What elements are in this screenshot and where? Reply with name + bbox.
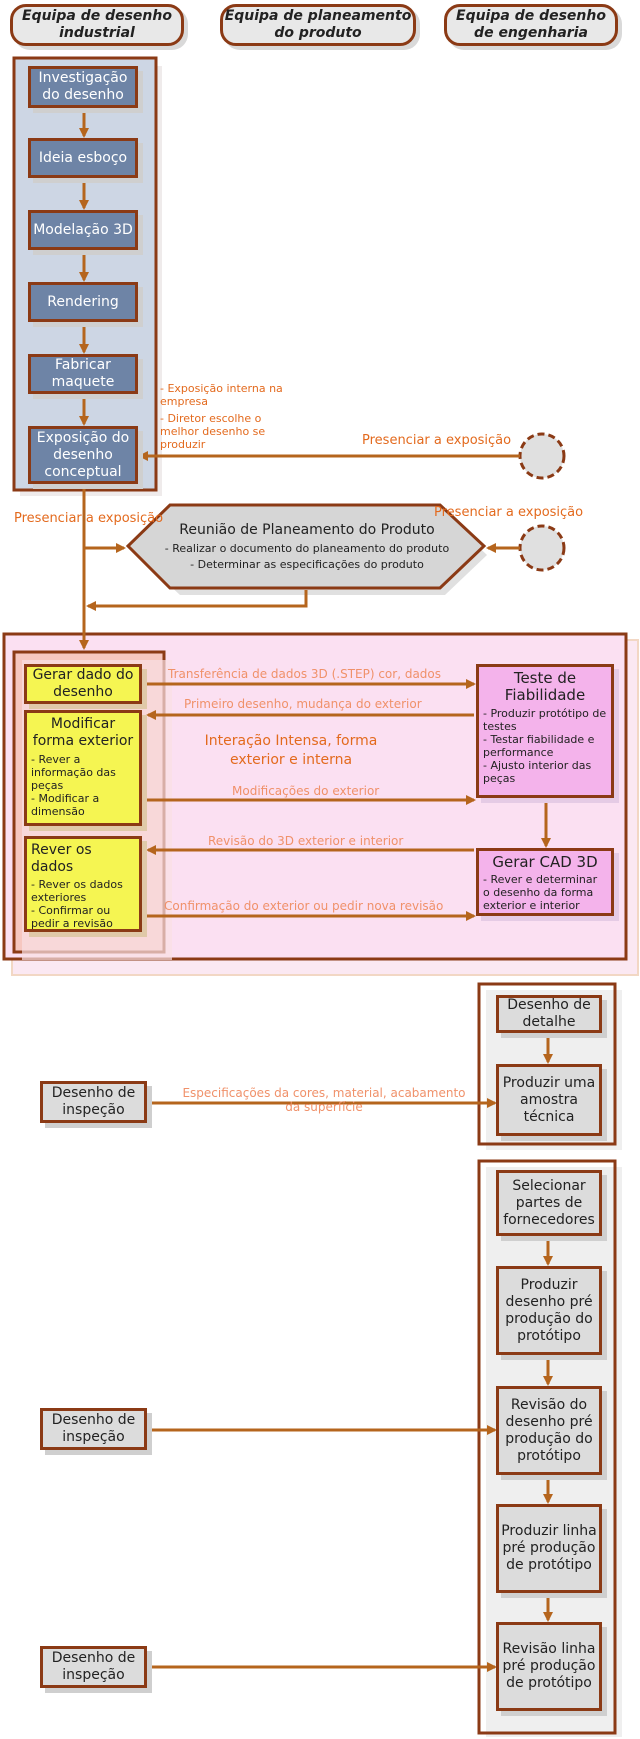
- flow-label-first: Primeiro desenho, mudança do exterior: [184, 697, 422, 711]
- lane-title-product: Equipa de planeamento do produto: [220, 4, 416, 46]
- exposure-note-1: - Exposição interna na empresa: [160, 382, 283, 408]
- box-rever-dados: Rever os dados - Rever os dados exterior…: [24, 836, 142, 932]
- label-presenciar-right: Presenciar a exposição: [434, 505, 584, 520]
- box-amostra-tecnica: Produzir uma amostra técnica: [496, 1064, 602, 1136]
- step-rendering: Rendering: [28, 282, 138, 322]
- box-gerar-dado: Gerar dado do desenho: [24, 664, 142, 704]
- modificar-title: Modificar forma exterior: [32, 716, 134, 749]
- label-presenciar-industrial: Presenciar a exposição: [14, 511, 164, 526]
- phase3-top-container: [477, 982, 617, 1146]
- teste-item-2: - Testar fiabilidade e performance: [483, 733, 595, 759]
- box-revisao-desenho: Revisão do desenho pré produção do protó…: [496, 1386, 602, 1475]
- box-revisao-linha: Revisão linha pré produção de protótipo: [496, 1622, 602, 1711]
- teste-title: Teste de Fiabilidade: [504, 669, 586, 704]
- teste-item-3: - Ajusto interior das peças: [483, 759, 592, 785]
- interaction-label: Interação Intensa, forma exterior e inte…: [204, 733, 378, 768]
- step-exposicao: Exposição do desenho conceptual: [28, 426, 138, 484]
- lane-title-industrial: Equipa de desenho industrial: [10, 4, 184, 46]
- box-selecionar-partes: Selecionar partes de fornecedores: [496, 1170, 602, 1236]
- box-desenho-inspecao-2: Desenho de inspeção: [40, 1408, 147, 1450]
- step-investigacao: Investigação do desenho: [28, 66, 138, 108]
- rever-item-1: - Rever os dados exteriores: [31, 878, 123, 904]
- box-desenho-detalhe: Desenho de detalhe: [496, 995, 602, 1033]
- teste-item-1: - Produzir protótipo de testes: [483, 707, 607, 733]
- box-produzir-linha: Produzir linha pré produção de protótipo: [496, 1504, 602, 1593]
- cad-item-1: - Rever e determinar o desenho da forma …: [483, 873, 598, 912]
- meeting-hexagon: [125, 503, 487, 590]
- phase3-bottom-container: [477, 1159, 617, 1735]
- modificar-item-2: - Modificar a dimensão: [31, 792, 100, 818]
- box-desenho-inspecao-1: Desenho de inspeção: [40, 1081, 147, 1123]
- arrow-meeting-back: [86, 590, 308, 611]
- meeting-item-1: - Realizar o documento do planeamento do…: [164, 542, 450, 555]
- offpage-connector-2: [518, 524, 566, 572]
- modificar-item-1: - Rever a informação das peças: [31, 753, 116, 792]
- lane-title-engineering: Equipa de desenho de engenharia: [444, 4, 618, 46]
- step-fabricar: Fabricar maquete: [28, 354, 138, 394]
- meeting-title: Reunião de Planeamento do Produto: [179, 522, 435, 538]
- rever-item-2: - Confirmar ou pedir a revisão: [31, 904, 113, 930]
- box-teste-fiabilidade: Teste de Fiabilidade - Produzir protótip…: [476, 664, 614, 798]
- offpage-connector-1: [518, 432, 566, 480]
- box-gerar-cad: Gerar CAD 3D - Rever e determinar o dese…: [476, 848, 614, 916]
- flow-label-confirm: Confirmação do exterior ou pedir nova re…: [164, 899, 444, 913]
- box-produzir-desenho: Produzir desenho pré produção do protóti…: [496, 1266, 602, 1355]
- box-desenho-inspecao-3: Desenho de inspeção: [40, 1646, 147, 1688]
- label-specs: Especificações da cores, material, acaba…: [182, 1086, 466, 1114]
- exposure-note-2: - Diretor escolhe o melhor desenho se pr…: [160, 412, 266, 451]
- label-presenciar-eng: Presenciar a exposição: [362, 433, 512, 448]
- step-modelacao: Modelação 3D: [28, 210, 138, 250]
- rever-title: Rever os dados: [31, 842, 92, 875]
- flow-label-review3d: Revisão do 3D exterior e interior: [208, 834, 404, 848]
- meeting-item-2: - Determinar as especificações do produt…: [190, 558, 424, 571]
- step-ideia: Ideia esboço: [28, 138, 138, 178]
- box-modificar: Modificar forma exterior - Rever a infor…: [24, 710, 142, 826]
- flow-label-mods: Modificações do exterior: [232, 784, 380, 798]
- flow-label-transfer: Transferência de dados 3D (.STEP) cor, d…: [168, 667, 442, 681]
- cad-title: Gerar CAD 3D: [492, 853, 598, 871]
